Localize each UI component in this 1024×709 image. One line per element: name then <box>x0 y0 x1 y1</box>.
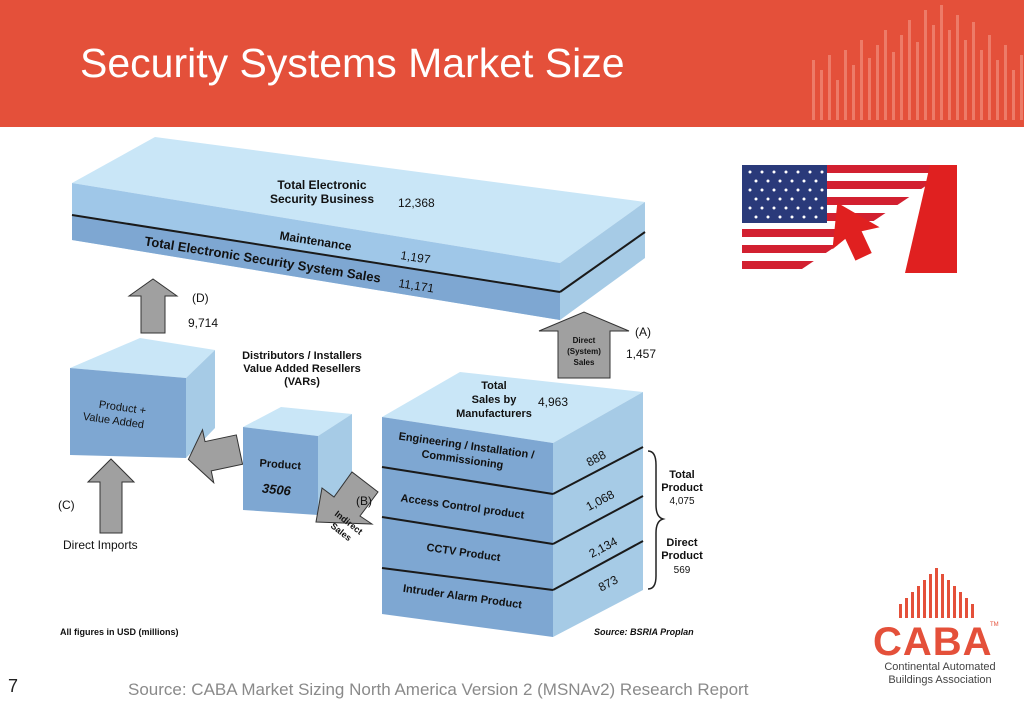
header-decoration <box>812 5 1023 120</box>
direct-product: Direct Product 569 <box>661 537 703 576</box>
header-bar: Security Systems Market Size <box>0 0 1024 127</box>
top-block-title-2: Security Business <box>270 192 374 206</box>
direct-product-value: 569 <box>674 565 691 576</box>
total-product: Total Product 4,075 <box>661 469 703 507</box>
row-divider-2-side <box>552 495 644 545</box>
arrow-d-label: (D) <box>192 291 209 305</box>
arrow-c-icon <box>86 458 136 534</box>
top-block-title-1: Total Electronic <box>277 178 366 192</box>
top-block-total: 12,368 <box>398 196 435 210</box>
arrow-a-label: (A) <box>635 325 651 339</box>
manufacturers-top-face <box>382 372 643 443</box>
arrow-d-icon <box>127 278 179 334</box>
distributors-line-2: Value Added Resellers <box>243 363 361 375</box>
caba-subtitle-line-2: Buildings Association <box>888 674 992 686</box>
maintenance-value: 1,197 <box>400 248 432 267</box>
note-all-figures: All figures in USD (millions) <box>60 627 179 637</box>
caba-subtitle: Continental Automated Buildings Associat… <box>878 661 1002 687</box>
product-top-face <box>243 407 352 436</box>
arrow-a-line-1: Direct <box>573 336 596 345</box>
arrow-d: (D) 9,714 <box>127 278 218 334</box>
total-product-line-2: Product <box>661 482 703 494</box>
arrow-c: (C) Direct Imports <box>58 458 138 552</box>
arrow-d-value: 9,714 <box>188 316 218 330</box>
top-block-top-face <box>72 137 645 263</box>
product-box-value: 3506 <box>261 481 292 499</box>
arrow-b: (B) Indirect Sales <box>315 471 379 543</box>
row-divider-3-side <box>552 540 644 591</box>
product-front-face <box>243 427 318 515</box>
manufacturers-block: Total Sales by Manufacturers 4,963 Engin… <box>381 372 644 637</box>
row-divider-1 <box>381 466 554 495</box>
caba-tm: TM <box>990 622 999 628</box>
arrow-a-line-2: (System) <box>567 347 601 356</box>
footer-source: Source: CABA Market Sizing North America… <box>128 680 749 699</box>
top-block-divider-2 <box>559 231 646 293</box>
caba-logo-text: CABA <box>873 620 993 664</box>
manufacturers-side-face <box>553 392 643 637</box>
arrow-b-label: (B) <box>356 494 372 508</box>
product-box-label: Product <box>259 458 302 473</box>
slide-title: Security Systems Market Size <box>80 40 625 86</box>
row-divider-2 <box>381 516 554 545</box>
direct-product-line-1: Direct <box>666 537 698 549</box>
distributors-line-3: (VARs) <box>284 376 320 388</box>
manufacturers-line-1: Total <box>481 380 506 392</box>
top-block-sales-band <box>72 215 560 320</box>
arrow-a-icon <box>538 311 630 379</box>
row-divider-3 <box>381 567 554 591</box>
caba-subtitle-line-1: Continental Automated <box>884 661 996 673</box>
pva-top-face <box>70 338 215 378</box>
total-product-line-1: Total <box>669 469 694 481</box>
arrow-a-line-3: Sales <box>574 358 595 367</box>
arrow-b-icon <box>315 471 379 525</box>
brace-icon <box>647 450 666 590</box>
distributors-label: Distributors / Installers Value Added Re… <box>242 350 362 388</box>
sales-value: 11,171 <box>398 276 436 295</box>
arrow-c-label: (C) <box>58 498 75 512</box>
pva-front-face <box>70 368 186 458</box>
arrow-a-value: 1,457 <box>626 347 656 361</box>
note-source: Source: BSRIA Proplan <box>594 627 694 637</box>
distributors-line-1: Distributors / Installers <box>242 350 362 362</box>
product-value-added-box: Product + Value Added <box>70 338 215 458</box>
total-product-value: 4,075 <box>669 496 694 507</box>
manufacturers-line-2: Sales by <box>472 394 518 406</box>
page-number: 7 <box>8 676 19 696</box>
us-canada-flag-icon <box>742 165 957 273</box>
direct-imports-label: Direct Imports <box>63 538 138 552</box>
top-block: Total Electronic Security Business 12,36… <box>71 137 646 320</box>
top-block-divider-1 <box>71 214 561 293</box>
pva-side-face <box>186 350 215 458</box>
arrow-left-icon <box>187 428 244 485</box>
row-divider-1-side <box>552 446 644 495</box>
manufacturers-front-face <box>382 417 553 637</box>
caba-logo-icon <box>899 568 974 618</box>
arrow-a: Direct (System) Sales (A) 1,457 <box>538 311 656 379</box>
direct-product-line-2: Product <box>661 550 703 562</box>
manufacturers-value: 4,963 <box>538 395 568 409</box>
manufacturers-line-3: Manufacturers <box>456 408 532 420</box>
product-box: Product 3506 <box>243 407 352 515</box>
